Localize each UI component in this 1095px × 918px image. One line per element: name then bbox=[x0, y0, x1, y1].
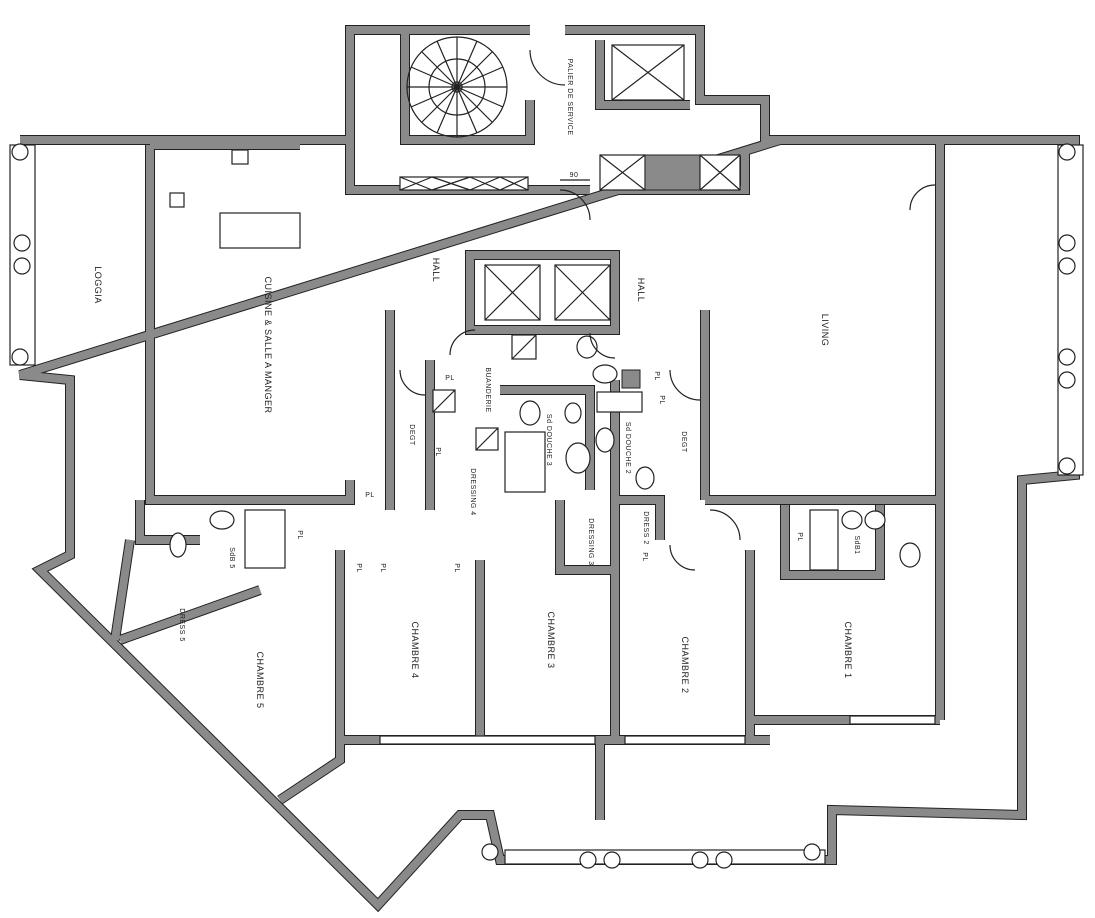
room-label-degt-left: DEGT bbox=[408, 424, 415, 446]
fixtures bbox=[9, 49, 1084, 869]
room-label-service-landing: PALIER DE SERVICE bbox=[566, 58, 573, 135]
room-label-dress-2: DRESS 2 bbox=[642, 511, 649, 544]
room-label-bedroom-5: CHAMBRE 5 bbox=[255, 651, 265, 708]
walls bbox=[20, 30, 1075, 905]
bathtub bbox=[504, 431, 546, 493]
spiral-staircase bbox=[406, 36, 508, 138]
room-label-bedroom-3: CHAMBRE 3 bbox=[546, 611, 556, 668]
room-label-dressing-3: DRESSING 3 bbox=[587, 518, 594, 565]
room-label-bath-1: SdB1 bbox=[853, 535, 860, 554]
doors bbox=[399, 49, 936, 571]
columns bbox=[11, 143, 1076, 869]
room-label-kitchen: CUISINE & SALLE A MANGER bbox=[263, 276, 273, 413]
closet-label: PL bbox=[296, 530, 303, 540]
closet-label: PL bbox=[796, 532, 803, 542]
closet-label: PL bbox=[379, 563, 386, 573]
room-label-hall-left: HALL bbox=[431, 258, 441, 283]
room-label-hall-right: HALL bbox=[636, 278, 646, 303]
room-label-bedroom-1: CHAMBRE 1 bbox=[843, 621, 853, 678]
closet-label: PL bbox=[365, 492, 375, 499]
kitchen-island bbox=[219, 212, 301, 249]
dimension-label: 90 bbox=[570, 172, 579, 179]
closet-label: PL bbox=[653, 371, 660, 381]
room-label-dress-5: DRESS 5 bbox=[178, 608, 185, 641]
room-label-laundry: BUANDERIE bbox=[484, 367, 491, 412]
room-label-bath-5: SdB 5 bbox=[228, 547, 235, 569]
closet-label: PL bbox=[658, 395, 665, 405]
closet-label: PL bbox=[434, 447, 441, 457]
closet-labels: PL PL PL PL PL PL PL PL PL PL PL bbox=[296, 371, 803, 573]
room-labels: LOGGIA CUISINE & SALLE A MANGER HALL HAL… bbox=[93, 58, 860, 708]
room-label-bedroom-2: CHAMBRE 2 bbox=[680, 636, 690, 693]
room-label-shower-3: Sd DOUCHE 3 bbox=[545, 414, 552, 466]
closet-label: PL bbox=[453, 563, 460, 573]
room-label-bedroom-4: CHAMBRE 4 bbox=[410, 621, 420, 678]
room-label-living: LIVING bbox=[820, 314, 830, 347]
closet-label: PL bbox=[355, 563, 362, 573]
closet-label: PL bbox=[641, 552, 648, 562]
room-label-degt-right: DEGT bbox=[680, 431, 687, 453]
elevator-shafts bbox=[399, 44, 741, 321]
room-label-dressing-4: DRESSING 4 bbox=[469, 468, 476, 515]
room-label-loggia: LOGGIA bbox=[93, 266, 103, 304]
room-label-shower-2: Sd DOUCHE 2 bbox=[624, 422, 631, 474]
closet-label: PL bbox=[445, 375, 455, 382]
